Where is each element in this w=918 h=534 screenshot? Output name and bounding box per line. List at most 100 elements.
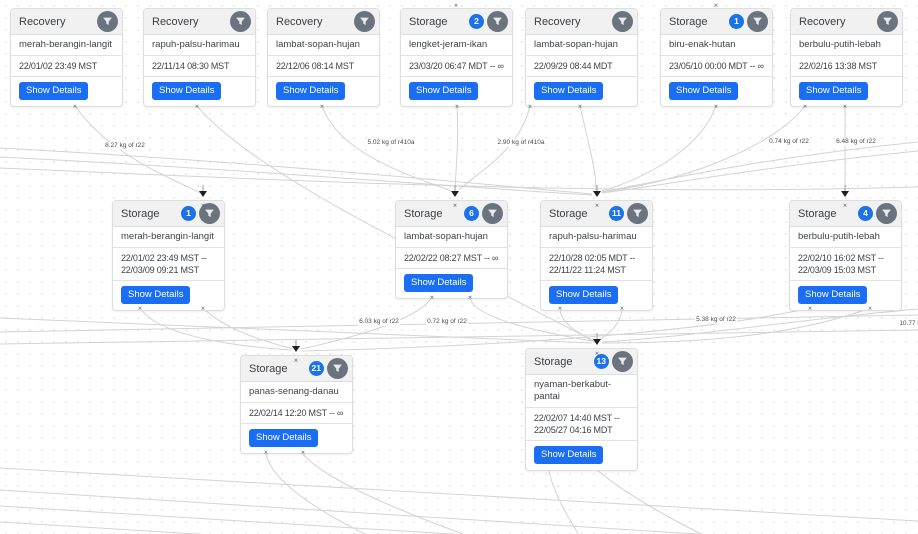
node-header[interactable]: Storage 4 xyxy=(790,201,901,227)
show-details-button[interactable]: Show Details xyxy=(549,286,619,304)
count-badge: 6 xyxy=(464,206,479,221)
node-type-label: Recovery xyxy=(799,15,846,28)
divider xyxy=(396,268,507,269)
show-details-button[interactable]: Show Details xyxy=(409,82,479,100)
node-card-storage-lengket-jeram-ikan[interactable]: Storage 2 lengket-jeram-ikan 23/03/20 06… xyxy=(400,8,513,107)
edge-connector xyxy=(0,167,918,191)
edge-connector xyxy=(579,105,597,191)
node-header[interactable]: Storage 13 xyxy=(526,349,637,375)
asset-name: panas-senang-danau xyxy=(249,386,339,397)
node-type-label: Recovery xyxy=(276,15,323,28)
node-type-label: Recovery xyxy=(19,15,66,28)
divider xyxy=(790,280,901,281)
show-details-button[interactable]: Show Details xyxy=(534,82,604,100)
node-card-storage-lambat-sopan-hujan[interactable]: Storage 6 lambat-sopan-hujan 22/02/22 08… xyxy=(395,200,508,299)
divider xyxy=(11,55,122,56)
node-header[interactable]: Storage 11 xyxy=(541,201,652,227)
filter-button[interactable] xyxy=(612,351,633,372)
funnel-icon xyxy=(753,17,762,25)
divider xyxy=(791,55,902,56)
node-card-storage-biru-enak-hutan[interactable]: Storage 1 biru-enak-hutan 23/05/10 00:00… xyxy=(660,8,773,107)
node-card-recovery-lambat-sopan-hujan[interactable]: Recovery lambat-sopan-hujan 22/12/06 08:… xyxy=(267,8,380,107)
edge-connector xyxy=(302,453,465,534)
filter-button[interactable] xyxy=(482,203,503,224)
node-header[interactable]: Storage 21 xyxy=(241,356,352,382)
node-header[interactable]: Storage 1 xyxy=(661,9,772,35)
filter-button[interactable] xyxy=(487,11,508,32)
edge-label: 5.38 kg of r22 xyxy=(695,316,737,324)
divider xyxy=(113,247,224,248)
filter-button[interactable] xyxy=(612,11,633,32)
asset-name: biru-enak-hutan xyxy=(669,39,736,50)
node-card-recovery-merah-berangin-langit[interactable]: Recovery merah-berangin-langit 22/01/02 … xyxy=(10,8,123,107)
funnel-icon xyxy=(493,17,502,25)
divider xyxy=(526,440,637,441)
asset-name: berbulu-putih-lebah xyxy=(799,39,881,50)
filter-button[interactable] xyxy=(97,11,118,32)
funnel-icon xyxy=(333,364,342,372)
node-header[interactable]: Recovery xyxy=(268,9,379,35)
edge-connector xyxy=(601,141,918,193)
divider xyxy=(241,402,352,403)
divider xyxy=(401,76,512,77)
node-card-storage-nyaman-berkabut-pantai[interactable]: Storage 13 nyaman-berkabut-pantai 22/02/… xyxy=(525,348,638,471)
filter-button[interactable] xyxy=(627,203,648,224)
node-card-recovery-berbulu-putih-lebah[interactable]: Recovery berbulu-putih-lebah 22/02/16 13… xyxy=(790,8,903,107)
filter-button[interactable] xyxy=(327,358,348,379)
node-header[interactable]: Recovery xyxy=(791,9,902,35)
filter-button[interactable] xyxy=(230,11,251,32)
edge-label: 5.02 kg of r410a xyxy=(366,139,416,147)
show-details-button[interactable]: Show Details xyxy=(19,82,89,100)
funnel-icon xyxy=(633,209,642,217)
node-card-recovery-lambat-sopan-hujan[interactable]: Recovery lambat-sopan-hujan 22/09/29 08:… xyxy=(525,8,638,107)
show-details-button[interactable]: Show Details xyxy=(534,446,604,464)
node-body: rapuh-palsu-harimau 22/10/28 02:05 MDT -… xyxy=(541,227,652,304)
edge-connector xyxy=(0,147,593,195)
node-type-label: Storage xyxy=(549,207,588,220)
show-details-button[interactable]: Show Details xyxy=(249,429,319,447)
show-details-button[interactable]: Show Details xyxy=(669,82,739,100)
node-header[interactable]: Storage 6 xyxy=(396,201,507,227)
date-range: 23/05/10 00:00 MDT -- ∞ xyxy=(669,61,764,71)
node-card-storage-panas-senang-danau[interactable]: Storage 21 panas-senang-danau 22/02/14 1… xyxy=(240,355,353,454)
filter-button[interactable] xyxy=(877,11,898,32)
edge-connector xyxy=(454,105,459,192)
node-body: lambat-sopan-hujan 22/12/06 08:14 MST Sh… xyxy=(268,35,379,100)
edge-connector xyxy=(546,458,579,534)
node-type-label: Storage xyxy=(404,207,443,220)
date-range: 23/03/20 06:47 MDT -- ∞ xyxy=(409,61,504,71)
show-details-button[interactable]: Show Details xyxy=(276,82,346,100)
divider xyxy=(396,247,507,248)
node-header[interactable]: Recovery xyxy=(526,9,637,35)
show-details-button[interactable]: Show Details xyxy=(404,274,474,292)
show-details-button[interactable]: Show Details xyxy=(798,286,868,304)
asset-name: rapuh-palsu-harimau xyxy=(152,39,240,50)
node-card-recovery-rapuh-palsu-harimau[interactable]: Recovery rapuh-palsu-harimau 22/11/14 08… xyxy=(143,8,256,107)
node-type-label: Storage xyxy=(534,355,573,368)
edge-connector xyxy=(601,308,918,343)
edge-connector xyxy=(202,307,294,350)
node-header[interactable]: Storage 1 xyxy=(113,201,224,227)
show-details-button[interactable]: Show Details xyxy=(121,286,191,304)
filter-button[interactable] xyxy=(199,203,220,224)
node-type-label: Storage xyxy=(249,362,288,375)
node-header[interactable]: Storage 2 xyxy=(401,9,512,35)
node-body: panas-senang-danau 22/02/14 12:20 MST --… xyxy=(241,382,352,447)
node-type-label: Storage xyxy=(121,207,160,220)
node-card-storage-berbulu-putih-lebah[interactable]: Storage 4 berbulu-putih-lebah 22/02/10 1… xyxy=(789,200,902,311)
filter-button[interactable] xyxy=(354,11,375,32)
node-header[interactable]: Recovery xyxy=(11,9,122,35)
node-card-storage-merah-berangin-langit[interactable]: Storage 1 merah-berangin-langit 22/01/02… xyxy=(112,200,225,311)
filter-button[interactable] xyxy=(747,11,768,32)
count-badge: 4 xyxy=(858,206,873,221)
edge-connector xyxy=(74,105,201,194)
node-card-storage-rapuh-palsu-harimau[interactable]: Storage 11 rapuh-palsu-harimau 22/10/28 … xyxy=(540,200,653,311)
node-body: merah-berangin-langit 22/01/02 23:49 MST… xyxy=(11,35,122,100)
node-body: rapuh-palsu-harimau 22/11/14 08:30 MST S… xyxy=(144,35,255,100)
show-details-button[interactable]: Show Details xyxy=(799,82,869,100)
node-header[interactable]: Recovery xyxy=(144,9,255,35)
show-details-button[interactable]: Show Details xyxy=(152,82,222,100)
edge-connector xyxy=(602,105,806,193)
filter-button[interactable] xyxy=(876,203,897,224)
